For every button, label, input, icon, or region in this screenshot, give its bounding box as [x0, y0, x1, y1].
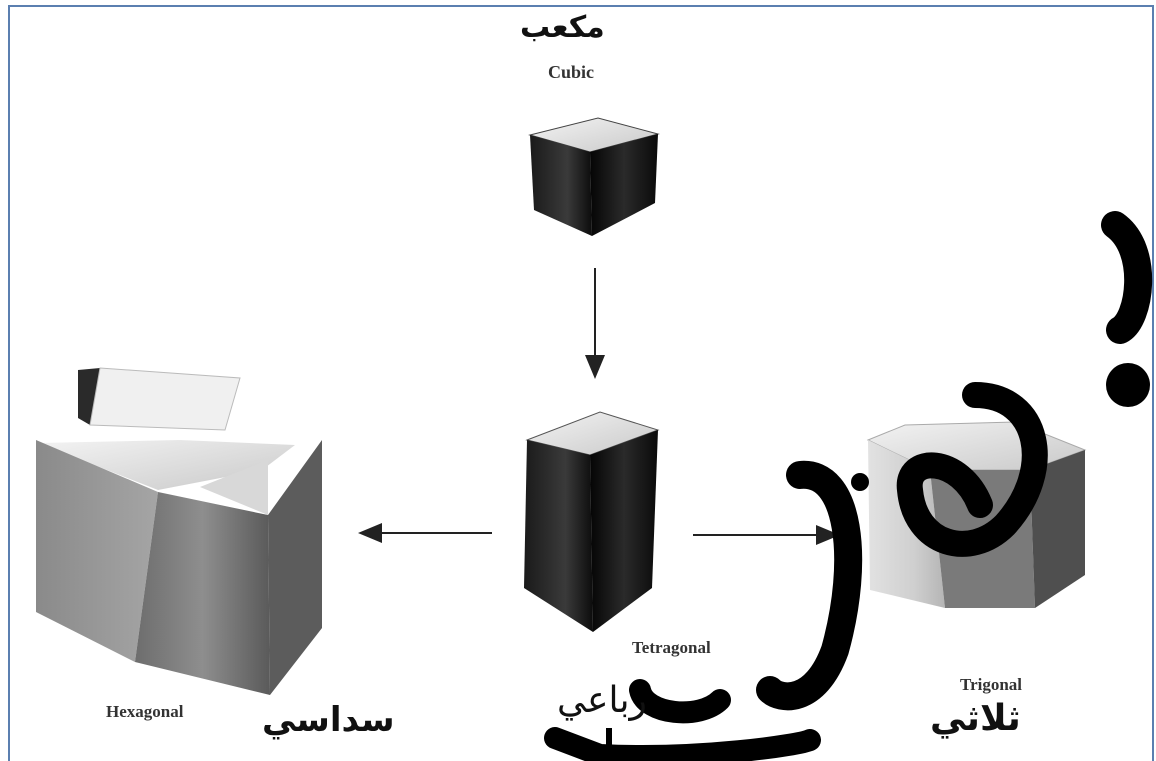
figure-frame [8, 5, 1154, 761]
tetragonal-arabic-label: رباعي [557, 680, 647, 721]
tetragonal-label: Tetragonal [632, 638, 711, 657]
trigonal-arabic-label: ثلاثي [930, 698, 1021, 739]
cubic-crystal [528, 117, 660, 236]
hexagonal-label: Hexagonal [106, 702, 184, 721]
hexagonal-arabic-label: سداسي [262, 700, 395, 740]
cubic-label: Cubic [548, 62, 595, 82]
hexagonal-crystal [36, 367, 322, 695]
tetragonal-crystal [524, 411, 660, 632]
watermark [544, 211, 1153, 761]
trigonal-label: Trigonal [960, 675, 1023, 694]
cubic-arabic-label: مكعب [520, 10, 605, 45]
